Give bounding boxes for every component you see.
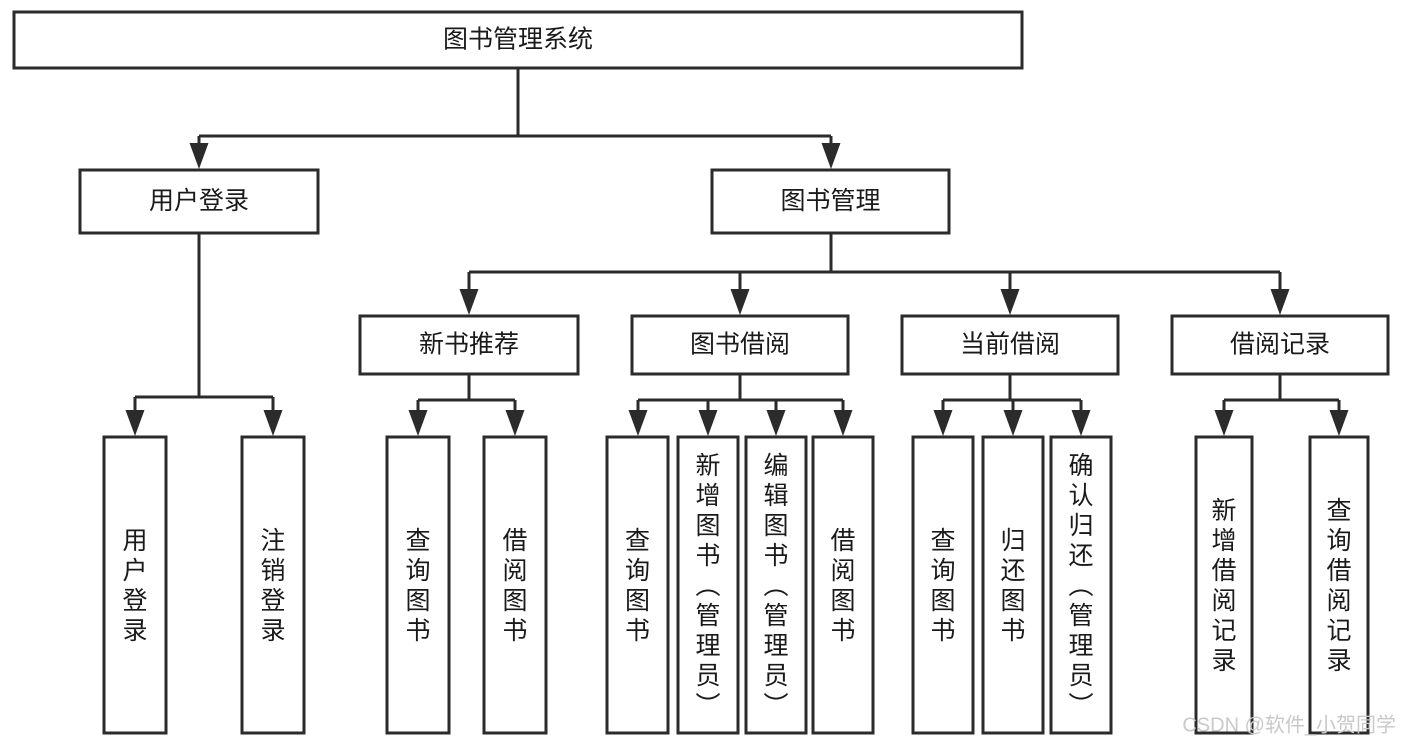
arrow-head-icon (125, 410, 145, 436)
arrow-head-icon (821, 143, 841, 169)
node-box (358, 314, 580, 376)
node-box (12, 10, 1024, 70)
arrow-head-icon (1329, 410, 1349, 436)
node-label: 图书借阅 (690, 331, 790, 359)
node-box (1308, 435, 1370, 735)
node-leaf-query-book-3[interactable]: 查询图书 (911, 435, 975, 735)
node-leaf-edit-book-admin[interactable]: 编辑图书︵管理员︶ (744, 435, 808, 735)
node-new-book-recommend[interactable]: 新书推荐 (358, 314, 580, 376)
node-box (605, 435, 670, 735)
arrow-head-icon (263, 410, 283, 436)
arrow-head-icon (408, 410, 428, 436)
node-leaf-return-book[interactable]: 归还图书 (981, 435, 1045, 735)
node-box (1049, 435, 1113, 735)
arrow-head-icon (1000, 289, 1020, 315)
node-label: 借阅图书 (502, 527, 527, 645)
node-box (676, 435, 740, 735)
node-book-borrow[interactable]: 图书借阅 (630, 314, 850, 376)
node-label: 查询图书 (625, 527, 650, 645)
node-box (78, 168, 320, 235)
node-leaf-query-book-2[interactable]: 查询图书 (605, 435, 670, 735)
node-leaf-confirm-return-admin[interactable]: 确认归还︵管理员︶ (1049, 435, 1113, 735)
arrow-head-icon (459, 289, 479, 315)
node-box (630, 314, 850, 376)
node-box (981, 435, 1045, 735)
node-box (900, 314, 1120, 376)
node-box (744, 435, 808, 735)
arrow-head-icon (933, 410, 953, 436)
node-label: 确认归还︵管理员︶ (1068, 452, 1093, 720)
node-layer: 图书管理系统用户登录图书管理新书推荐图书借阅当前借阅借阅记录用户登录注销登录查询… (12, 10, 1390, 735)
node-leaf-logout[interactable]: 注销登录 (240, 435, 306, 735)
node-user-login[interactable]: 用户登录 (78, 168, 320, 235)
node-label: 查询借阅记录 (1326, 497, 1351, 675)
node-label: 用户登录 (149, 187, 249, 215)
arrow-head-icon (833, 410, 853, 436)
node-box (1170, 314, 1390, 376)
node-borrow-record[interactable]: 借阅记录 (1170, 314, 1390, 376)
node-box (1194, 435, 1254, 735)
node-leaf-user-login[interactable]: 用户登录 (102, 435, 168, 735)
node-label: 新书推荐 (419, 331, 519, 359)
arrow-head-icon (628, 410, 648, 436)
arrow-head-icon (730, 289, 750, 315)
node-label: 用户登录 (122, 527, 147, 645)
node-label: 图书管理系统 (443, 26, 593, 54)
node-label: 查询图书 (405, 527, 430, 645)
node-label: 当前借阅 (960, 331, 1060, 359)
node-label: 查询图书 (930, 527, 955, 645)
node-box (811, 435, 875, 735)
node-leaf-add-borrow-record[interactable]: 新增借阅记录 (1194, 435, 1254, 735)
arrow-head-icon (1270, 289, 1290, 315)
node-label: 注销登录 (260, 527, 285, 645)
watermark-label: CSDN @软件_小贺同学 (1182, 713, 1396, 736)
node-label: 新增图书︵管理员︶ (695, 452, 720, 720)
node-leaf-borrow-book-1[interactable]: 借阅图书 (482, 435, 548, 735)
node-box (102, 435, 168, 735)
arrow-head-icon (698, 410, 718, 436)
node-box (240, 435, 306, 735)
node-label: 借阅记录 (1230, 331, 1330, 359)
arrow-head-icon (189, 143, 209, 169)
node-label: 图书管理 (780, 187, 880, 215)
node-label: 编辑图书︵管理员︶ (763, 452, 788, 720)
node-leaf-query-book-1[interactable]: 查询图书 (385, 435, 451, 735)
node-box (385, 435, 451, 735)
node-leaf-add-book-admin[interactable]: 新增图书︵管理员︶ (676, 435, 740, 735)
arrow-head-icon (505, 410, 525, 436)
arrow-head-icon (1003, 410, 1023, 436)
arrow-head-icon (1071, 410, 1091, 436)
node-book-manage[interactable]: 图书管理 (710, 168, 951, 235)
node-leaf-borrow-book-2[interactable]: 借阅图书 (811, 435, 875, 735)
node-box (482, 435, 548, 735)
node-box (911, 435, 975, 735)
arrow-head-icon (766, 410, 786, 436)
node-current-borrow[interactable]: 当前借阅 (900, 314, 1120, 376)
arrow-head-icon (1214, 410, 1234, 436)
node-label: 借阅图书 (830, 527, 855, 645)
node-label: 归还图书 (1000, 527, 1025, 645)
connector-layer (125, 68, 1349, 436)
node-root[interactable]: 图书管理系统 (12, 10, 1024, 70)
node-box (710, 168, 951, 235)
node-leaf-query-borrow-record[interactable]: 查询借阅记录 (1308, 435, 1370, 735)
node-label: 新增借阅记录 (1211, 497, 1236, 675)
